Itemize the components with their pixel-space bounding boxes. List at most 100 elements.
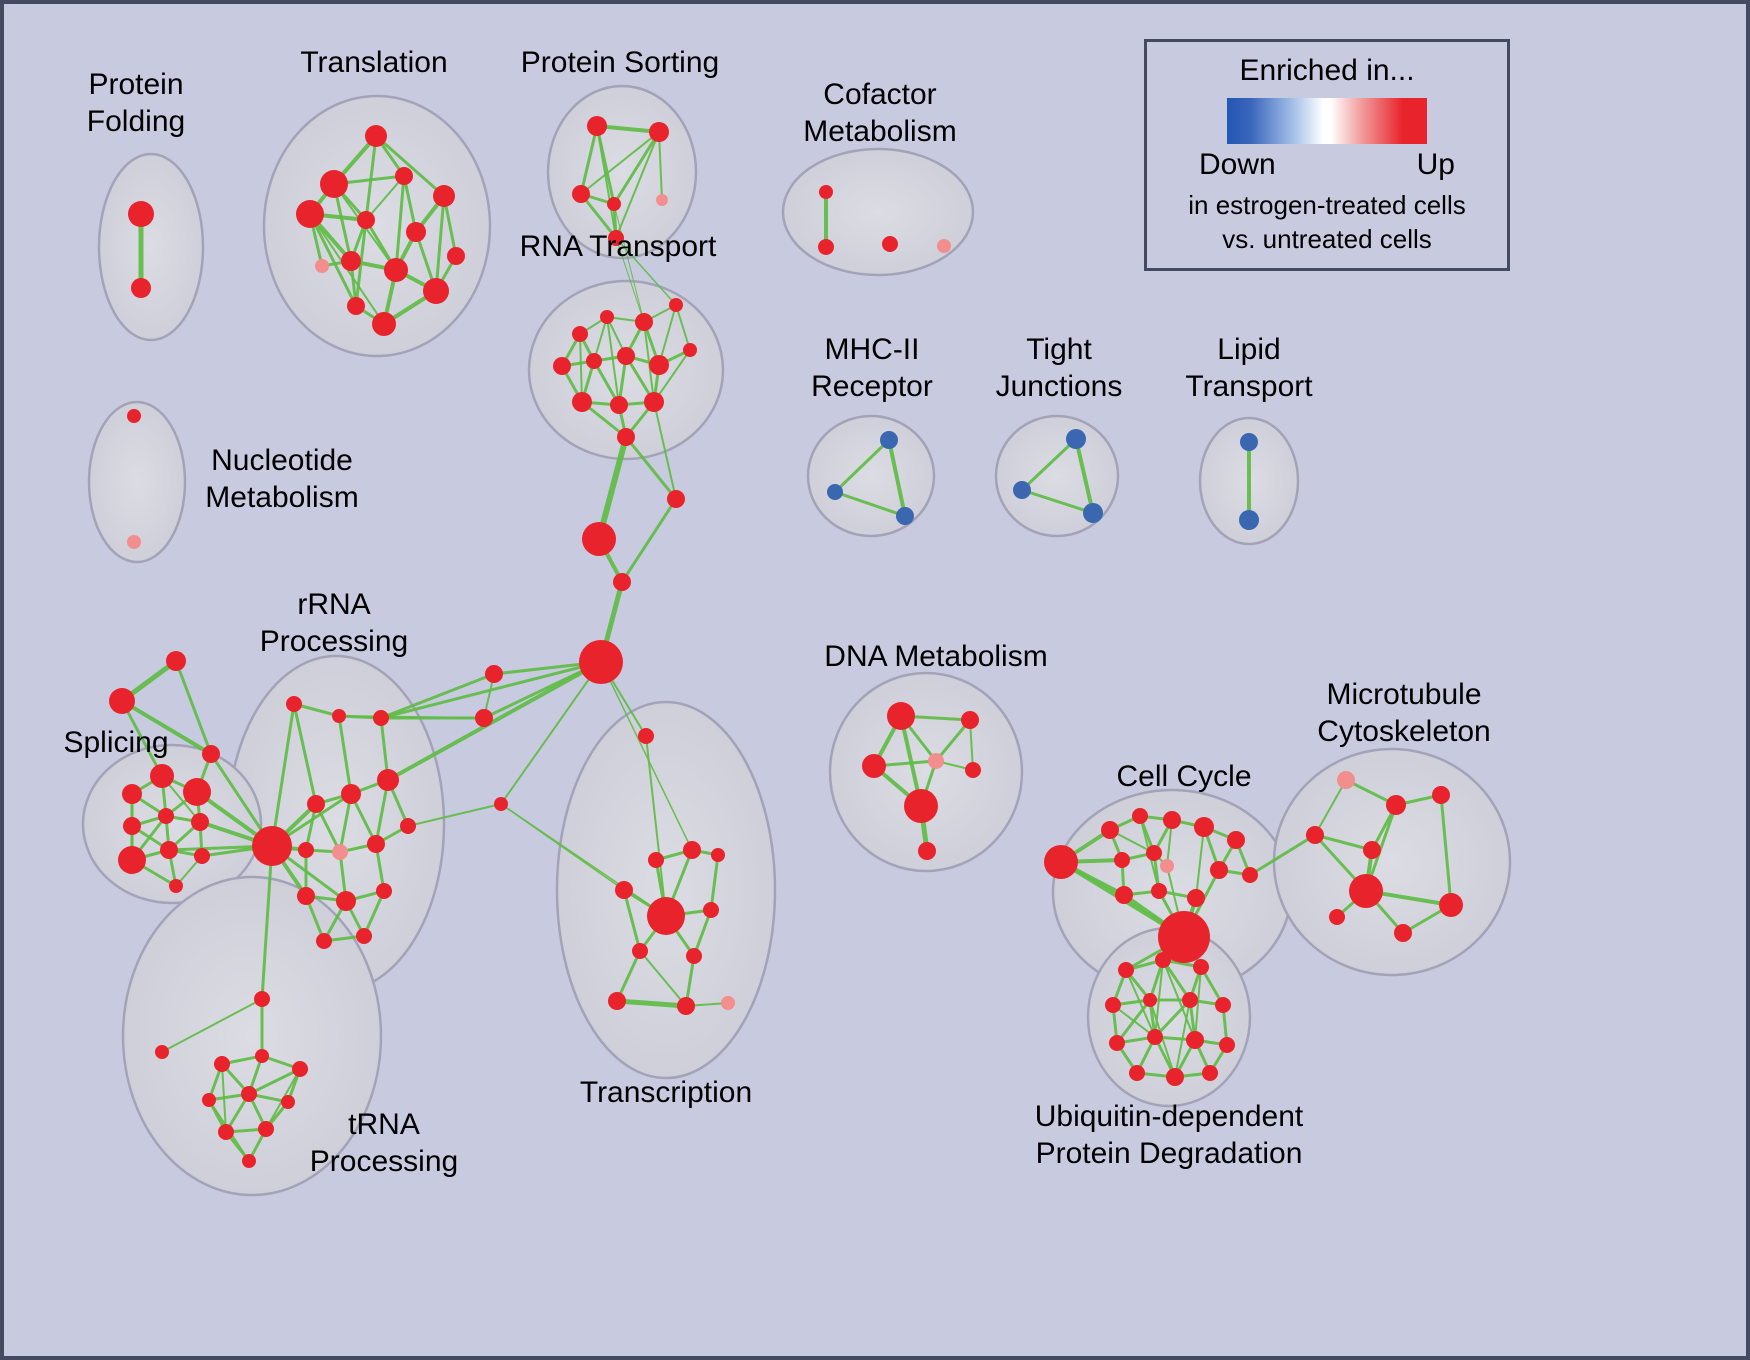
cluster-label-cofactor-metabolism: Metabolism	[803, 115, 956, 148]
node-mt7	[1329, 909, 1345, 925]
network-edge	[1125, 969, 1156, 1038]
network-edge	[615, 237, 645, 323]
node-rr2	[332, 709, 346, 723]
node-pf1	[128, 201, 154, 227]
node-tc2	[683, 841, 701, 859]
node-tg3	[202, 745, 220, 763]
network-edge	[658, 131, 663, 201]
node-rt13	[617, 428, 635, 446]
node-tc5	[615, 881, 633, 899]
node-ub6	[1182, 992, 1198, 1008]
node-ub13	[1166, 1068, 1184, 1086]
node-cc9	[1160, 859, 1174, 873]
cluster-label-microtubule-cytoskeleton: Cytoskeleton	[1317, 715, 1490, 748]
node-cc6	[1227, 831, 1245, 849]
node-pf2	[131, 278, 151, 298]
network-edge	[580, 131, 660, 195]
cluster-label-nucleotide-metabolism: Metabolism	[205, 481, 358, 514]
cluster-label-tight-junctions: Tight	[1026, 333, 1092, 366]
network-edge	[379, 672, 496, 720]
node-mt5	[1363, 841, 1381, 859]
network-edge	[709, 853, 720, 912]
node-tn7	[218, 1124, 234, 1140]
node-sp10	[169, 879, 183, 893]
network-edge	[1074, 437, 1095, 515]
node-dm6	[904, 789, 938, 823]
cluster-label-dna-metabolism: DNA Metabolism	[824, 640, 1047, 673]
cluster-label-mhc-ii-receptor: MHC-II	[825, 333, 920, 366]
node-tr5	[296, 200, 324, 228]
node-cf1	[819, 185, 833, 199]
node-tc9	[608, 992, 626, 1010]
network-edge	[833, 438, 891, 494]
network-edge	[653, 349, 691, 403]
cluster-label-protein-folding: Protein	[88, 68, 183, 101]
node-ps6	[608, 230, 624, 246]
network-edge	[1195, 826, 1205, 899]
node-cc4	[1163, 811, 1181, 829]
cluster-label-lipid-transport: Transport	[1185, 370, 1313, 403]
node-tc11	[721, 996, 735, 1010]
node-ps3	[572, 185, 590, 203]
network-edge	[174, 659, 213, 756]
cluster-label-nucleotide-metabolism: Nucleotide	[211, 444, 353, 477]
node-ub9	[1147, 1029, 1163, 1045]
node-tj2	[1013, 481, 1031, 499]
node-mh1	[880, 431, 898, 449]
node-dm1	[887, 702, 915, 730]
node-tg2	[109, 688, 135, 714]
legend-up-label: Up	[1416, 148, 1455, 181]
cluster-label-lipid-transport: Lipid	[1217, 333, 1280, 366]
cluster-label-mhc-ii-receptor: Receptor	[811, 370, 933, 403]
node-ub3	[1193, 959, 1209, 975]
node-tc8	[686, 948, 702, 964]
node-rr15	[356, 928, 372, 944]
node-tn5	[241, 1086, 257, 1102]
node-tc1	[638, 728, 654, 744]
node-rt8	[649, 355, 669, 375]
node-ub4	[1105, 997, 1121, 1013]
network-edge	[434, 194, 446, 293]
node-rr7	[298, 842, 314, 858]
node-ub14	[1202, 1065, 1218, 1081]
node-cc5	[1194, 817, 1214, 837]
cluster-label-splicing: Splicing	[63, 726, 168, 759]
node-tr2	[320, 170, 348, 198]
node-ps4	[607, 197, 621, 211]
node-tr8	[447, 247, 465, 265]
node-ub5	[1143, 993, 1157, 1007]
network-edge	[615, 949, 642, 1003]
node-rr14	[316, 933, 332, 949]
node-rt7	[617, 347, 635, 365]
cluster-label-rna-transport: RNA Transport	[520, 230, 717, 263]
node-tr1	[365, 125, 387, 147]
network-edge	[374, 134, 446, 198]
node-tr3	[395, 167, 413, 185]
node-rt9	[683, 343, 697, 357]
node-dm3	[862, 754, 886, 778]
node-ub2	[1155, 952, 1171, 968]
node-sp2	[150, 764, 174, 788]
network-edge	[386, 660, 603, 782]
node-rr1	[286, 696, 302, 712]
network-edge	[308, 212, 358, 308]
node-rr9	[367, 835, 385, 853]
node-tj3	[1083, 503, 1103, 523]
node-hub	[579, 640, 623, 684]
network-edge	[1020, 437, 1078, 492]
node-rt11	[610, 396, 628, 414]
network-edge	[833, 490, 907, 518]
network-edge	[615, 131, 660, 239]
node-mt2	[1386, 795, 1406, 815]
node-sp9	[194, 848, 210, 864]
network-edge	[270, 702, 296, 848]
legend-gradient-bar	[1227, 98, 1427, 144]
network-edge	[1153, 998, 1192, 1039]
network-edge	[612, 130, 661, 206]
network-edge	[653, 401, 677, 500]
node-ub10	[1186, 1031, 1204, 1049]
network-edge	[579, 333, 583, 403]
node-rr6	[377, 769, 399, 791]
